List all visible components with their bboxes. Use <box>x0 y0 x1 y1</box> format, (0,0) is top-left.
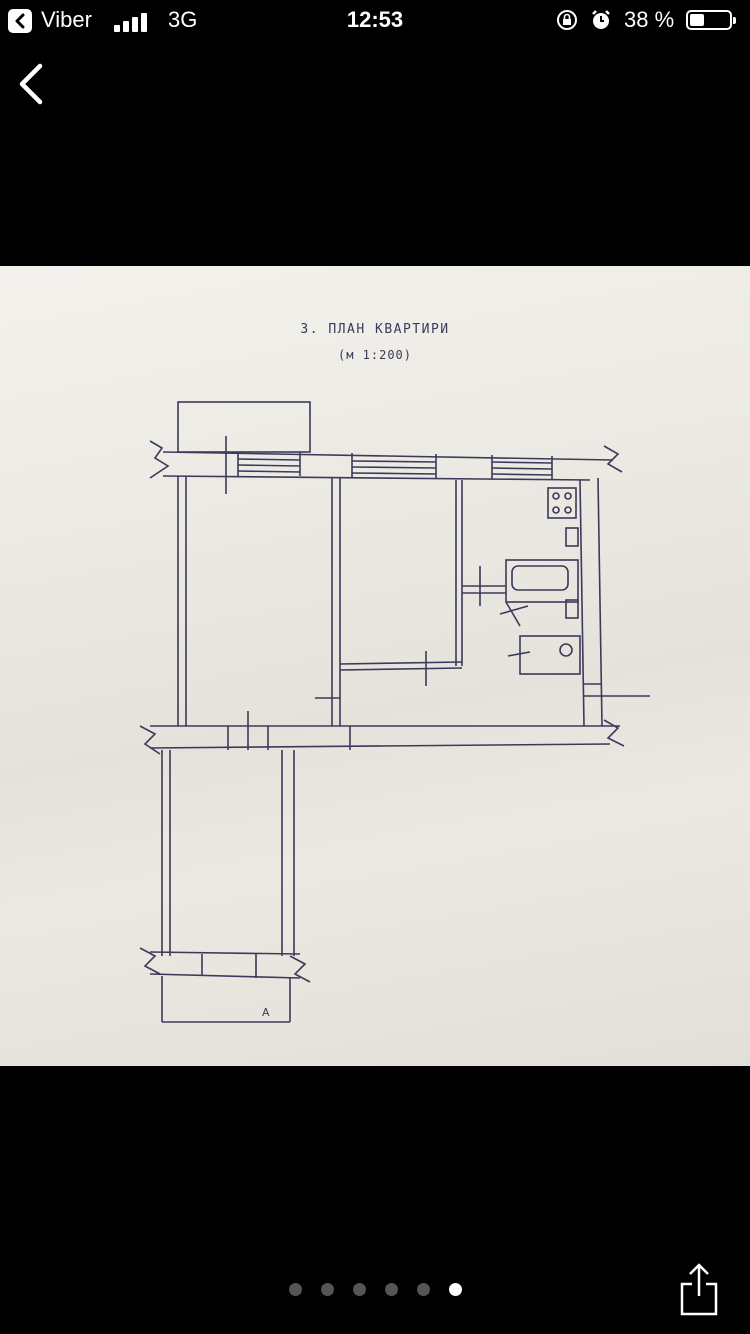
room-2-bottom-wall <box>339 661 463 665</box>
toilet-room <box>519 635 581 675</box>
chevron-left-icon <box>19 63 43 105</box>
signal-strength-icon <box>114 10 150 32</box>
page-indicator[interactable] <box>0 1283 750 1297</box>
back-to-app-button[interactable] <box>8 9 32 33</box>
bathroom-tub <box>505 559 579 603</box>
plan-title: 3. ПЛАН КВАРТИРИ <box>300 322 450 337</box>
status-time: 12:53 <box>346 7 404 32</box>
annotation-mark: А <box>262 1006 270 1019</box>
wall-top-outer <box>162 451 614 461</box>
wall-right-inner <box>579 479 585 727</box>
wall-bottom-top <box>149 951 301 955</box>
battery-fill <box>690 14 704 26</box>
battery-percentage: 38 % <box>624 7 675 32</box>
kitchen-sink <box>547 487 577 519</box>
wall-right-outer <box>597 477 603 727</box>
back-button[interactable] <box>12 60 52 110</box>
battery-icon <box>686 10 736 30</box>
page-dot[interactable] <box>320 1283 334 1296</box>
page-dot[interactable] <box>352 1283 366 1296</box>
window-2 <box>351 460 437 475</box>
window-3 <box>491 461 553 476</box>
balcony-top <box>177 401 311 453</box>
page-dot-active[interactable] <box>448 1283 462 1296</box>
share-icon <box>680 1263 718 1316</box>
network-type: 3G <box>168 7 198 32</box>
back-app-name[interactable]: Viber <box>41 7 92 32</box>
share-button[interactable] <box>676 1262 722 1318</box>
wall-bottom-bottom <box>149 973 301 979</box>
floor-plan-photo[interactable]: А 3. ПЛАН КВАРТИРИ (м 1:200) <box>0 266 750 1066</box>
status-bar: Viber 3G 12:53 38 % <box>0 0 750 40</box>
page-dot[interactable] <box>384 1283 398 1296</box>
wall-top-inner <box>162 475 591 481</box>
window-1 <box>237 458 301 473</box>
battery-nub <box>733 17 736 24</box>
chevron-left-icon <box>15 13 25 29</box>
alarm-icon <box>592 10 610 29</box>
plan-scale: (м 1:200) <box>337 348 413 362</box>
floor-plan-drawing: А <box>139 401 650 1023</box>
wall-middle-bottom <box>149 743 611 749</box>
page-dot[interactable] <box>288 1283 302 1296</box>
rotation-lock-icon <box>557 10 577 30</box>
page-dot[interactable] <box>416 1283 430 1296</box>
